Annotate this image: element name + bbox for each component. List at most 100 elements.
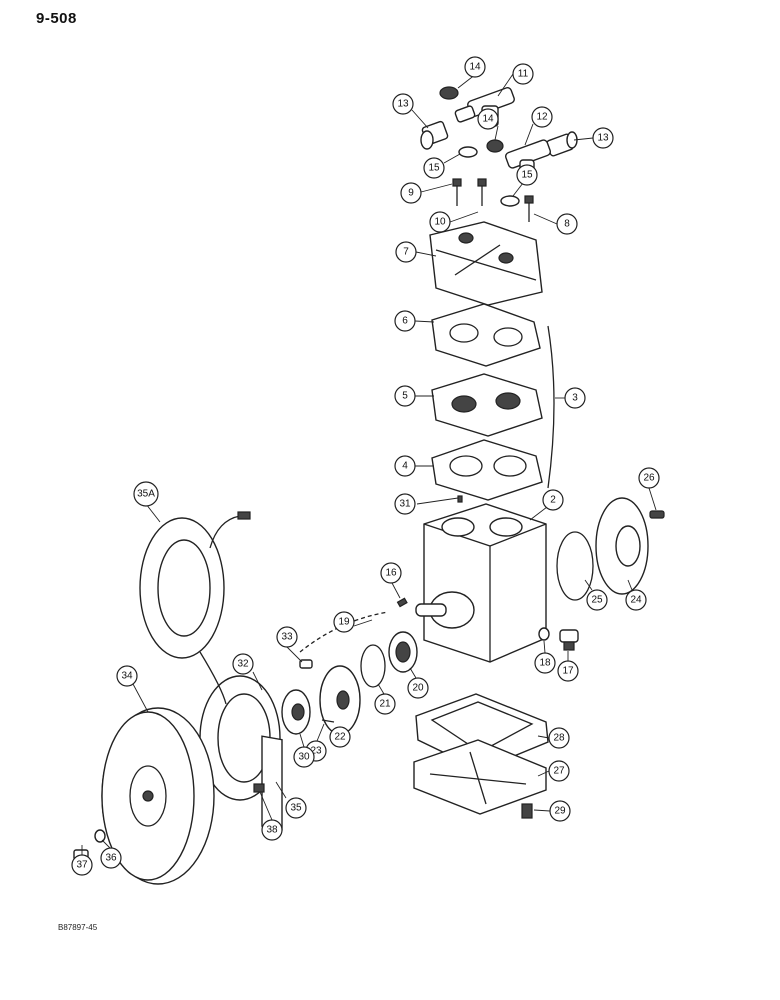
callout-32: 32 — [232, 653, 254, 675]
svg-text:28: 28 — [553, 733, 565, 744]
svg-text:19: 19 — [338, 617, 350, 628]
callout-12: 12 — [531, 106, 553, 128]
callout-35a: 35A — [133, 481, 159, 507]
callout-27: 27 — [548, 760, 570, 782]
svg-text:30: 30 — [298, 752, 310, 763]
callout-38: 38 — [261, 819, 283, 841]
callout-28: 28 — [548, 727, 570, 749]
callout-26: 26 — [638, 467, 660, 489]
svg-text:35: 35 — [290, 803, 302, 814]
o-ring-upper-illustration — [458, 146, 478, 158]
callout-17: 17 — [557, 660, 579, 682]
callout-21: 21 — [374, 693, 396, 715]
callout-9: 9 — [400, 182, 422, 204]
callout-7: 7 — [395, 241, 417, 263]
cylinder-head-illustration — [429, 221, 543, 306]
spacer-illustration — [281, 689, 311, 735]
svg-text:31: 31 — [399, 499, 411, 510]
callout-5: 5 — [394, 385, 416, 407]
svg-text:10: 10 — [434, 217, 446, 228]
svg-text:20: 20 — [412, 683, 424, 694]
svg-text:26: 26 — [643, 473, 655, 484]
callout-8: 8 — [556, 213, 578, 235]
bottom-plate-illustration — [413, 739, 547, 815]
leader-lines — [81, 73, 657, 858]
drive-pin-illustration — [299, 659, 313, 669]
callout-19: 19 — [333, 611, 355, 633]
fitting-right-illustration — [546, 131, 578, 157]
callout-14: 14 — [464, 56, 486, 78]
svg-text:17: 17 — [562, 666, 574, 677]
valve-plate-gasket-illustration — [431, 439, 543, 501]
svg-text:27: 27 — [553, 766, 565, 777]
svg-text:6: 6 — [402, 316, 408, 327]
part-drawings — [73, 86, 665, 885]
callout-33: 33 — [276, 626, 298, 648]
callout-18: 18 — [534, 652, 556, 674]
crankcase-illustration — [415, 503, 547, 663]
svg-text:14: 14 — [469, 62, 481, 73]
callout-37: 37 — [71, 854, 93, 876]
svg-text:12: 12 — [536, 112, 548, 123]
seal-plate-screw-illustration — [321, 719, 335, 723]
shaft-seal-illustration — [388, 631, 418, 673]
callout-13: 13 — [392, 93, 414, 115]
seal-plate-illustration — [319, 665, 361, 735]
svg-text:4: 4 — [402, 461, 408, 472]
coil-screw-illustration — [253, 783, 265, 793]
coil-lead-connection — [199, 651, 227, 705]
callout-36: 36 — [100, 847, 122, 869]
clutch-field-coil-illustration — [199, 675, 283, 831]
callout-3: 3 — [564, 387, 586, 409]
svg-text:35A: 35A — [137, 489, 155, 500]
callout-13: 13 — [592, 127, 614, 149]
head-gasket-illustration — [431, 303, 541, 367]
callout-29: 29 — [549, 800, 571, 822]
svg-text:14: 14 — [482, 114, 494, 125]
capscrews-illustration — [452, 178, 534, 222]
callout-25: 25 — [586, 589, 608, 611]
valve-plate-illustration — [431, 373, 543, 437]
bottom-drain-plug-illustration — [521, 803, 533, 819]
svg-text:29: 29 — [554, 806, 566, 817]
callout-24: 24 — [625, 589, 647, 611]
svg-text:16: 16 — [385, 568, 397, 579]
seal-ring-illustration — [556, 531, 594, 601]
drain-washer-illustration — [538, 627, 550, 641]
svg-text:34: 34 — [121, 671, 133, 682]
callout-15: 15 — [516, 164, 538, 186]
svg-text:15: 15 — [521, 170, 533, 181]
callout-4: 4 — [394, 455, 416, 477]
svg-text:18: 18 — [539, 658, 551, 669]
svg-text:2: 2 — [550, 495, 556, 506]
callout-34: 34 — [116, 665, 138, 687]
assembly-bracket-line — [547, 325, 555, 489]
end-cover-illustration — [595, 497, 649, 595]
callout-15: 15 — [423, 157, 445, 179]
svg-text:37: 37 — [76, 860, 88, 871]
end-cover-screw-illustration — [649, 510, 665, 519]
svg-text:38: 38 — [266, 825, 278, 836]
svg-text:32: 32 — [237, 659, 249, 670]
clutch-pulley-illustration — [101, 707, 215, 885]
callout-10: 10 — [429, 211, 451, 233]
dowel-pin-illustration — [457, 495, 463, 503]
svg-text:11: 11 — [518, 69, 529, 80]
callout-31: 31 — [394, 493, 416, 515]
caps-illustration — [439, 86, 504, 153]
fitting-left-illustration — [420, 120, 449, 150]
callout-30: 30 — [293, 746, 315, 768]
coil-housing-illustration — [139, 511, 251, 659]
page-number: 9-508 — [36, 10, 77, 27]
svg-text:5: 5 — [402, 391, 408, 402]
svg-text:33: 33 — [281, 632, 293, 643]
drain-plug-illustration — [559, 629, 579, 651]
svg-text:13: 13 — [397, 99, 409, 110]
svg-text:24: 24 — [630, 595, 642, 606]
figure-code: B87897-45 — [58, 923, 98, 932]
svg-text:36: 36 — [105, 853, 117, 864]
svg-text:8: 8 — [564, 219, 570, 230]
shaft-key-illustration — [396, 597, 408, 608]
callout-16: 16 — [380, 562, 402, 584]
